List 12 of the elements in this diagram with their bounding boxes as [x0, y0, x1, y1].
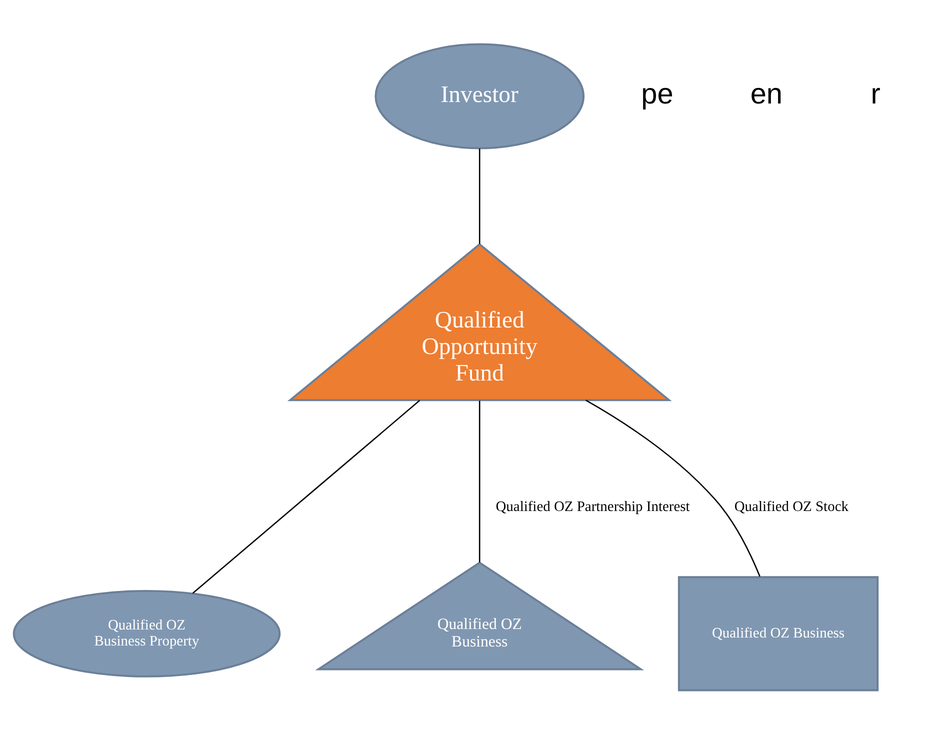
- connector: [478, 148, 480, 244]
- node-ellipse: Qualified OZ Business Property: [12, 589, 281, 677]
- label: r: [870, 78, 880, 110]
- connector: [192, 399, 420, 594]
- label: en: [750, 78, 783, 110]
- edge-label: Qualified OZ Stock: [734, 498, 848, 515]
- label: pe: [641, 78, 674, 110]
- edge-label: Qualified OZ Partnership Interest: [496, 498, 690, 515]
- node-box: Qualified OZ Business: [678, 576, 879, 691]
- connector: [585, 399, 760, 576]
- node-ellipse: Investor: [374, 42, 585, 149]
- connector: [478, 400, 480, 562]
